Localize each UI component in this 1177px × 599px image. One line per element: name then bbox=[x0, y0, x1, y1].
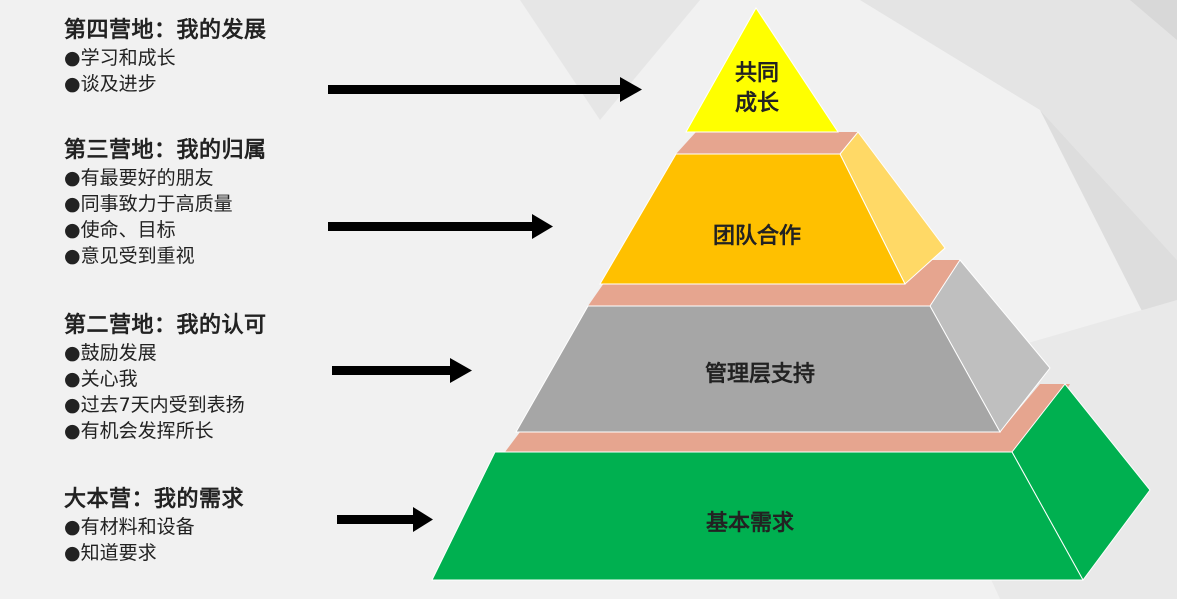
camp-3-item: ●意见受到重视 bbox=[64, 245, 195, 267]
camp-2-item: ●关心我 bbox=[64, 368, 138, 390]
camp-4-title: 第四营地：我的发展 bbox=[64, 18, 267, 43]
camp-base-item: ●有材料和设备 bbox=[64, 516, 195, 538]
camp-2-item: ●过去7天内受到表扬 bbox=[64, 394, 245, 416]
pyramid-tier-top: 共同 成长 bbox=[685, 7, 839, 133]
camp-3-item: ●有最要好的朋友 bbox=[64, 167, 214, 189]
camp-base-title: 大本营：我的需求 bbox=[64, 487, 245, 512]
camp-4-item: ●学习和成长 bbox=[64, 47, 176, 69]
camp-4-item: ●谈及进步 bbox=[64, 73, 157, 95]
camp-4-block: 第四营地：我的发展 ●学习和成长 ●谈及进步 bbox=[64, 17, 267, 97]
camp-base-item: ●知道要求 bbox=[64, 542, 157, 564]
tier-teamwork-label: 团队合作 bbox=[713, 223, 801, 249]
camp-3-title: 第三营地：我的归属 bbox=[64, 138, 267, 163]
camp-2-item: ●鼓励发展 bbox=[64, 342, 157, 364]
arrow-right-icon bbox=[332, 358, 472, 383]
arrow-right-icon bbox=[337, 507, 433, 532]
tier-management-label: 管理层支持 bbox=[705, 361, 815, 387]
pyramid-tier-teamwork: 团队合作 bbox=[599, 131, 946, 285]
pyramid-tier-base: 基本需求 bbox=[431, 383, 1151, 581]
camp-3-item: ●使命、目标 bbox=[64, 219, 176, 241]
camp-2-block: 第二营地：我的认可 ●鼓励发展 ●关心我 ●过去7天内受到表扬 ●有机会发挥所长 bbox=[64, 312, 267, 444]
camp-3-item: ●同事致力于高质量 bbox=[64, 193, 233, 215]
tier-base-label: 基本需求 bbox=[706, 511, 794, 536]
tier-top-label-line2: 成长 bbox=[735, 91, 780, 116]
camp-base-block: 大本营：我的需求 ●有材料和设备 ●知道要求 bbox=[64, 486, 244, 566]
camp-3-block: 第三营地：我的归属 ●有最要好的朋友 ●同事致力于高质量 ●使命、目标 ●意见受… bbox=[64, 137, 267, 269]
tier-top-label-line1: 共同 bbox=[735, 61, 779, 86]
camp-2-item: ●有机会发挥所长 bbox=[64, 420, 214, 442]
arrow-right-icon bbox=[328, 214, 553, 239]
pyramid-tier-management: 管理层支持 bbox=[515, 259, 1051, 433]
arrow-right-icon bbox=[328, 77, 642, 102]
camp-2-title: 第二营地：我的认可 bbox=[64, 313, 267, 338]
